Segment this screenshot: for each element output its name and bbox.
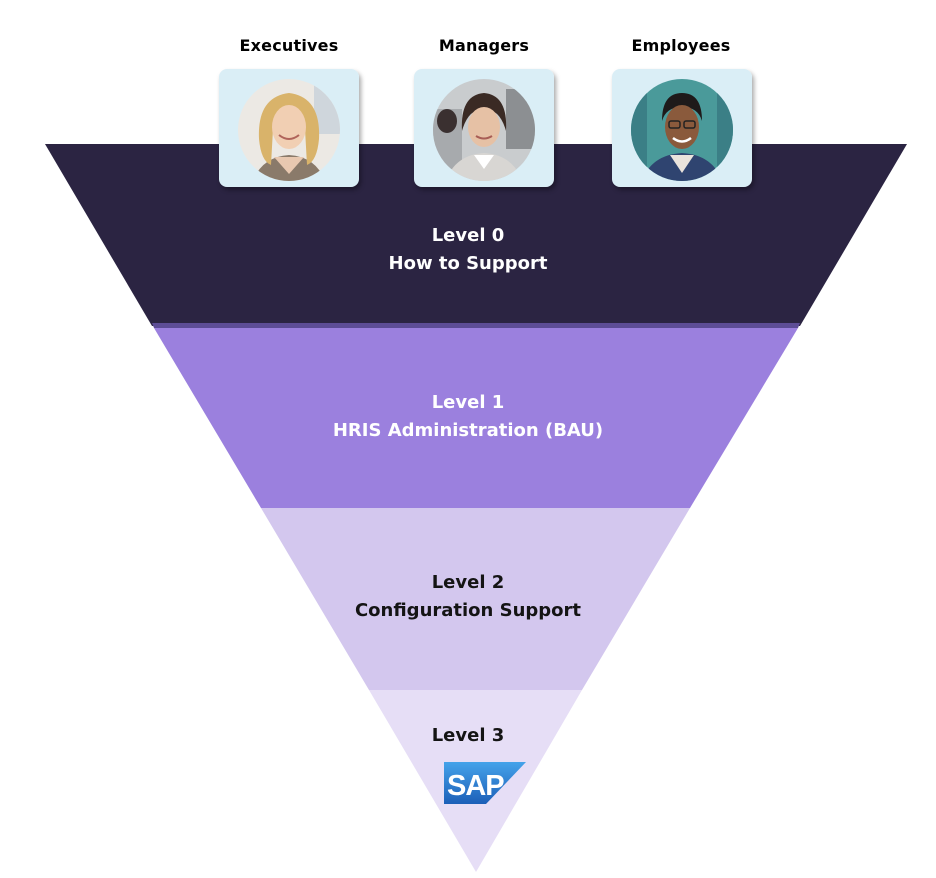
level-1-title: Level 1 [431,392,505,413]
employee-avatar-icon [612,69,752,187]
funnel-level-0-underline [152,323,800,328]
level-1-text: Level 1 HRIS Administration (BAU) [0,389,936,445]
level-3-text: Level 3 [0,722,936,750]
level-0-subtitle: How to Support [388,253,548,274]
level-2-title: Level 2 [431,572,505,593]
persona-card-employees [612,69,752,187]
level-1-subtitle: HRIS Administration (BAU) [332,420,604,441]
level-0-text: Level 0 How to Support [0,222,936,278]
level-0-title: Level 0 [431,225,505,246]
executive-avatar-icon [219,69,359,187]
sap-logo-icon: SAP [444,762,526,804]
funnel-level-1 [154,328,798,508]
level-3-title: Level 3 [431,725,505,746]
funnel-level-0 [45,144,907,326]
persona-card-managers [414,69,554,187]
sap-logo-text: SAP [447,770,504,802]
persona-label-employees: Employees [631,36,731,55]
persona-label-executives: Executives [239,36,339,55]
level-2-subtitle: Configuration Support [354,600,582,621]
manager-avatar-icon [414,69,554,187]
level-2-text: Level 2 Configuration Support [0,569,936,625]
persona-card-executives [219,69,359,187]
funnel-level-2 [261,508,690,690]
persona-label-managers: Managers [438,36,530,55]
